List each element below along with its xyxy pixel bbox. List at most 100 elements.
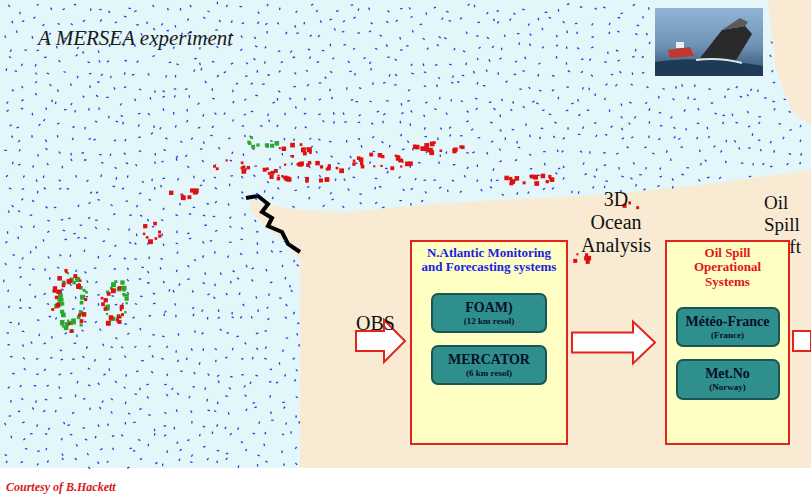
- vector-dot: [372, 136, 374, 138]
- vector-dot: [502, 194, 504, 195]
- spill-patch: [158, 234, 161, 237]
- vector-dot: [210, 240, 212, 242]
- vector-dot: [114, 140, 116, 141]
- vector-dot: [217, 450, 219, 452]
- spill-patch: [284, 176, 288, 180]
- vector-dot: [176, 231, 178, 233]
- vector-dot: [139, 150, 141, 152]
- spill-patch: [61, 313, 66, 318]
- vector-dot: [175, 75, 177, 77]
- vector-dot: [94, 359, 96, 361]
- spill-patch: [120, 280, 124, 284]
- vector-dot: [32, 113, 34, 115]
- vector-dot: [637, 24, 639, 26]
- vector-dot: [363, 57, 365, 58]
- vector-dot: [7, 110, 9, 111]
- vector-dot: [284, 138, 285, 140]
- vector-dot: [150, 97, 152, 99]
- vector-dot: [316, 10, 317, 12]
- vector-dot: [620, 103, 622, 105]
- vector-dot: [35, 93, 36, 95]
- vector-dot: [784, 98, 786, 100]
- vector-dot: [191, 421, 192, 423]
- vector-dot: [292, 206, 294, 207]
- vector-dot: [490, 122, 492, 124]
- vector-dot: [549, 113, 551, 115]
- spill-patch: [636, 206, 639, 209]
- vector-dot: [97, 81, 99, 83]
- vector-dot: [799, 162, 801, 164]
- vector-dot: [353, 176, 355, 178]
- vector-dot: [175, 125, 176, 127]
- vector-dot: [95, 120, 97, 122]
- spill-patch: [548, 175, 551, 178]
- vector-dot: [193, 176, 194, 178]
- vector-dot: [152, 226, 154, 228]
- vector-dot: [179, 283, 180, 285]
- vector-dot: [740, 96, 742, 98]
- spill-patch: [361, 165, 365, 169]
- vector-dot: [316, 151, 318, 153]
- vector-dot: [267, 4, 268, 6]
- vector-dot: [110, 204, 112, 205]
- spill-patch: [101, 297, 104, 300]
- vector-dot: [164, 435, 166, 436]
- vector-dot: [163, 91, 165, 93]
- vector-dot: [231, 20, 233, 22]
- vector-dot: [81, 330, 83, 331]
- vector-dot: [359, 114, 361, 116]
- vector-dot: [329, 141, 331, 143]
- vector-dot: [22, 422, 24, 423]
- vector-dot: [281, 450, 282, 452]
- vector-dot: [31, 135, 33, 137]
- vector-dot: [30, 433, 32, 435]
- vector-dot: [175, 315, 176, 317]
- vector-dot: [75, 458, 77, 460]
- vector-dot: [295, 106, 297, 108]
- system-name: FOAM): [437, 300, 541, 316]
- vector-dot: [230, 226, 232, 228]
- vector-dot: [609, 23, 611, 25]
- spill-patch: [396, 156, 401, 161]
- vector-dot: [563, 177, 564, 179]
- vector-dot: [10, 125, 12, 126]
- vector-dot: [532, 101, 534, 102]
- vector-dot: [114, 87, 115, 89]
- vector-dot: [296, 32, 298, 34]
- spill-patch: [541, 174, 546, 179]
- vector-dot: [162, 464, 163, 466]
- vector-dot: [489, 101, 491, 103]
- vector-dot: [219, 20, 220, 22]
- vector-dot: [35, 400, 37, 402]
- vector-dot: [140, 328, 141, 330]
- vector-dot: [616, 153, 618, 154]
- vector-dot: [134, 393, 136, 395]
- spill-patch: [429, 150, 434, 155]
- vector-dot: [152, 355, 153, 357]
- vector-dot: [487, 12, 489, 14]
- vector-dot: [257, 22, 259, 24]
- vector-dot: [285, 317, 287, 319]
- vector-dot: [424, 127, 425, 129]
- vector-dot: [473, 71, 475, 73]
- vector-dot: [228, 137, 230, 139]
- vector-dot: [83, 96, 85, 98]
- spill-patch: [251, 145, 255, 149]
- vector-dot: [12, 373, 14, 375]
- spill-patch: [270, 171, 274, 175]
- vector-dot: [293, 358, 295, 360]
- spill-patch: [515, 176, 520, 181]
- vector-dot: [255, 220, 256, 222]
- vector-dot: [3, 280, 5, 282]
- vector-dot: [73, 233, 75, 235]
- resolution-note: (Norway): [682, 382, 774, 392]
- spill-patch: [306, 147, 308, 149]
- vector-dot: [29, 284, 31, 286]
- spill-patch: [420, 146, 425, 151]
- spill-patch: [430, 142, 435, 147]
- vector-dot: [311, 4, 313, 5]
- vector-dot: [70, 434, 72, 436]
- spill-patch: [148, 239, 153, 244]
- vector-dot: [618, 167, 620, 169]
- vector-dot: [82, 356, 84, 357]
